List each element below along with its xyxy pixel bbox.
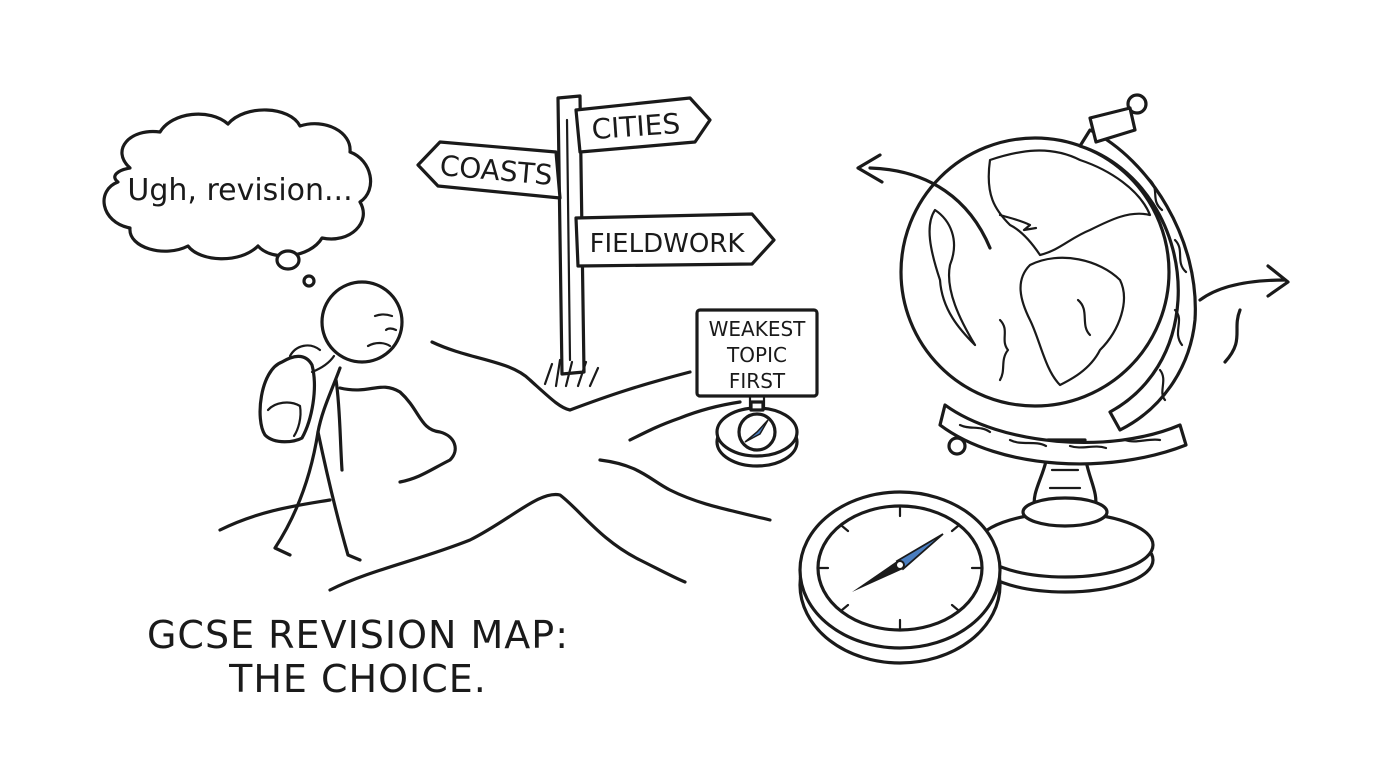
large-compass-icon (798, 490, 1002, 665)
thought-text: Ugh, revision... (127, 173, 352, 208)
weakest-topic-sign: WEAKEST TOPIC FIRST (695, 308, 819, 468)
thought-dot-large (275, 249, 301, 271)
backpack-icon (258, 344, 336, 444)
caption: GCSE REVISION MAP: THE CHOICE. (147, 613, 569, 701)
sign-label-fieldwork: FIELDWORK (590, 229, 746, 259)
thought-dot-small (302, 274, 316, 288)
terrain-paths (218, 340, 772, 592)
caption-line-1: GCSE REVISION MAP: (147, 613, 569, 657)
small-compass-icon (715, 400, 799, 468)
small-sign-line-2: TOPIC (726, 343, 787, 367)
small-sign-line-3: FIRST (729, 369, 786, 393)
small-sign-line-1: WEAKEST (709, 317, 807, 341)
caption-line-2: THE CHOICE. (228, 657, 487, 701)
sad-face (320, 280, 404, 364)
signpost: CITIES COASTS FIELDWORK (416, 94, 776, 388)
sign-label-cities: CITIES (591, 107, 682, 146)
stick-figure (258, 280, 404, 562)
thought-bubble: Ugh, revision... (102, 108, 373, 288)
globe-icon (856, 93, 1290, 594)
